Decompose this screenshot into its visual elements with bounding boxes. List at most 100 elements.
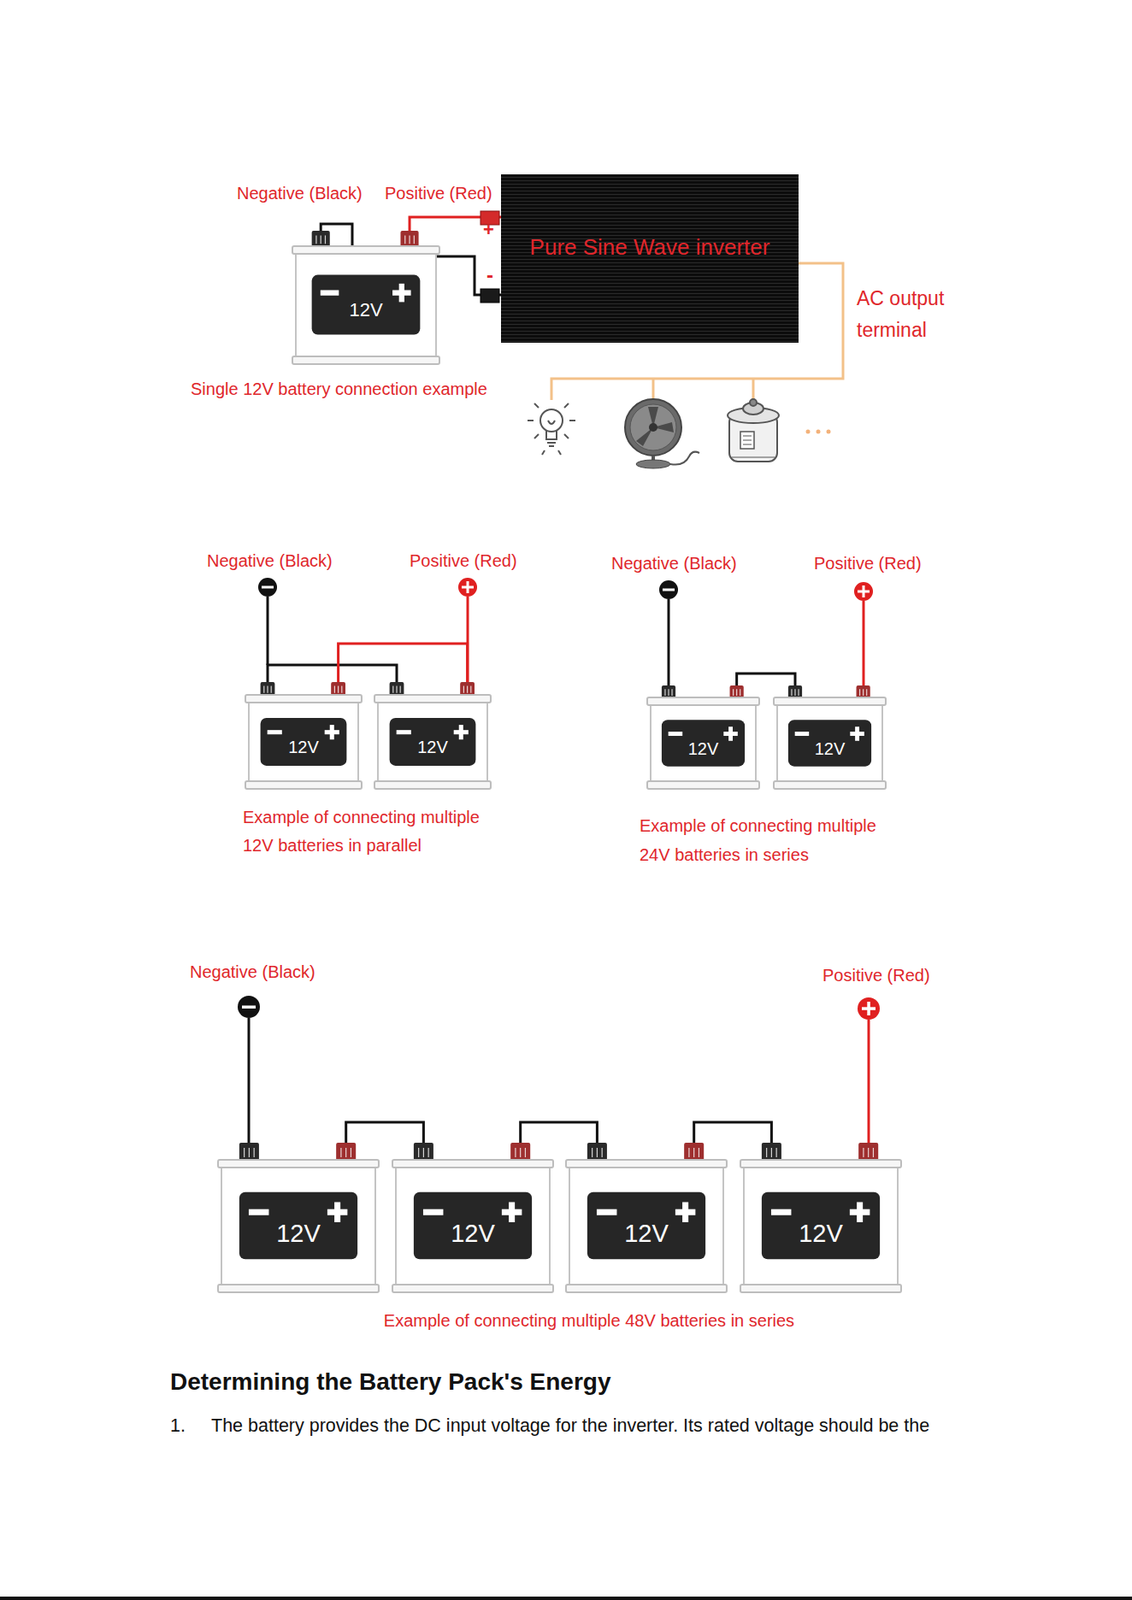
- terminal-grip: [524, 1148, 526, 1158]
- battery-label-panel: [587, 1192, 706, 1260]
- bulb-icon: [547, 442, 556, 444]
- battery-terminal: [761, 1143, 782, 1162]
- terminal-grip: [320, 235, 322, 244]
- battery-terminal: [239, 1143, 260, 1162]
- terminal-grip: [408, 235, 410, 244]
- battery-rim: [647, 697, 760, 706]
- negative-symbol: [261, 586, 274, 590]
- battery-drawing: [772, 685, 888, 791]
- fan-icon: [636, 406, 674, 447]
- annotation-label: Example of connecting multiple 48V batte…: [332, 1311, 846, 1332]
- voltage-label: 12V: [587, 1220, 706, 1249]
- voltage-label: 12V: [661, 739, 745, 759]
- battery: 12V: [564, 1143, 729, 1295]
- positive-symbol: [854, 582, 873, 602]
- voltage-label: 12V: [389, 737, 477, 757]
- bulb-icon: [548, 420, 555, 425]
- battery-rim: [740, 1160, 902, 1168]
- terminal-grip: [243, 1148, 245, 1158]
- bulb-icon: [546, 430, 557, 440]
- annotation-label: Positive (Red): [813, 554, 922, 574]
- battery-drawing: [564, 1143, 729, 1295]
- plus-symbol: [334, 1202, 341, 1223]
- battery-rim: [374, 695, 491, 703]
- terminal-grip: [334, 686, 336, 694]
- terminal-grip: [688, 1148, 690, 1158]
- battery-label-panel: [413, 1192, 532, 1260]
- inverter-connector: [480, 288, 500, 303]
- plus-symbol: [682, 1202, 689, 1223]
- battery-label-panel: [260, 718, 348, 767]
- fan-icon: [648, 423, 658, 432]
- annotation-label: Single 12V battery connection example: [190, 379, 488, 400]
- voltage-label: 12V: [260, 737, 348, 757]
- terminal-grip: [671, 689, 673, 696]
- battery-body: [295, 253, 437, 358]
- terminal-lead: [248, 596, 869, 1144]
- continuation-dots: [816, 430, 821, 435]
- negative-symbol: [237, 996, 260, 1019]
- bulb-icon: [527, 403, 576, 455]
- battery-drawing: [216, 1143, 381, 1295]
- bulb-icon: [564, 403, 569, 408]
- terminal-grip: [324, 235, 326, 244]
- battery: 12V: [738, 1143, 903, 1295]
- plus-symbol: [854, 726, 860, 742]
- annotation-label: Positive (Red): [409, 551, 518, 572]
- minus-symbol: [320, 289, 340, 295]
- voltage-label: 12V: [413, 1220, 532, 1249]
- battery-drawing: [645, 685, 761, 791]
- bulb-icon: [534, 434, 539, 439]
- positive-symbol: [857, 997, 880, 1020]
- battery: 12V: [372, 682, 493, 791]
- minus-symbol: [596, 1209, 618, 1216]
- inverter-title: Pure Sine Wave inverter: [526, 234, 774, 261]
- terminal-grip: [337, 686, 339, 694]
- battery-cable: [736, 673, 796, 686]
- annotation-label: Negative (Black): [206, 551, 333, 572]
- positive-symbol: [458, 577, 478, 597]
- battery-label-panel: [761, 1192, 880, 1260]
- bulb-icon: [527, 419, 534, 422]
- terminal-grip: [248, 1148, 250, 1158]
- terminal-grip: [732, 689, 734, 696]
- minus-symbol: [795, 731, 810, 737]
- battery-base: [374, 781, 491, 790]
- cooker-icon: [740, 431, 755, 449]
- annotation-label: Negative (Black): [236, 183, 363, 204]
- terminal-grip: [862, 1148, 864, 1158]
- positive-symbol: [466, 581, 470, 594]
- battery-body: [569, 1167, 724, 1286]
- terminal-grip: [790, 689, 792, 696]
- cooker-icon: [749, 399, 757, 407]
- battery-base: [773, 781, 886, 790]
- terminal-grip: [404, 235, 406, 244]
- terminal-grip: [470, 686, 472, 694]
- bulb-icon: [569, 419, 576, 422]
- terminal-lead: [247, 1018, 251, 1144]
- battery-label-panel: [239, 1192, 358, 1260]
- battery-body: [221, 1167, 376, 1286]
- continuation-dots: [826, 430, 832, 435]
- terminal-grip: [859, 689, 861, 696]
- inverter-box: Pure Sine Wave inverter: [501, 174, 799, 343]
- battery-body: [777, 704, 883, 783]
- terminal-grip: [776, 1148, 778, 1158]
- terminal-grip: [350, 1148, 352, 1158]
- positive-symbol: [866, 1002, 871, 1016]
- terminal-grip: [872, 1148, 874, 1158]
- terminal-grip: [866, 689, 867, 696]
- battery-terminal: [683, 1143, 704, 1162]
- battery-body: [743, 1167, 898, 1286]
- terminal-grip: [315, 235, 317, 244]
- terminal-grip: [591, 1148, 593, 1158]
- battery: 12V: [216, 1143, 381, 1295]
- annotation-label: Positive (Red): [384, 183, 493, 204]
- terminal-grip: [736, 689, 737, 696]
- terminal-lead: [862, 601, 866, 686]
- battery-terminal: [413, 1143, 434, 1162]
- battery: 12V: [290, 230, 442, 366]
- battery-cable: [520, 1122, 598, 1144]
- minus-symbol: [771, 1209, 792, 1216]
- minus-symbol: [423, 1209, 444, 1216]
